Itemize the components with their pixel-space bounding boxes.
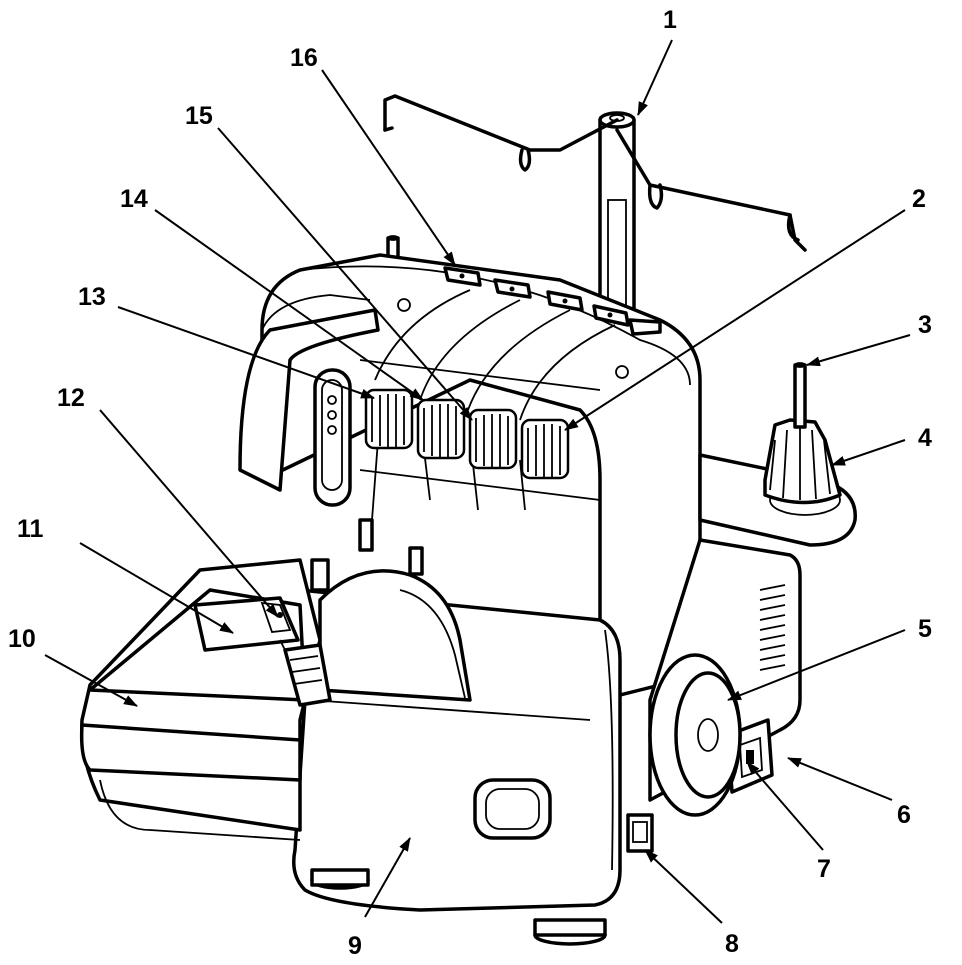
tension-dials (364, 388, 570, 480)
leader-8 (644, 849, 723, 924)
callout-16: 16 (290, 44, 318, 72)
leader-9 (364, 837, 411, 918)
leader-15 (217, 127, 473, 421)
callout-10: 10 (8, 625, 36, 653)
callout-2: 2 (912, 185, 926, 213)
callout-7: 7 (817, 855, 831, 883)
callout-14: 14 (120, 185, 148, 213)
leader-13 (117, 306, 375, 399)
callout-12: 12 (57, 384, 85, 412)
tension-dial-4 (520, 418, 570, 480)
callout-5: 5 (918, 615, 932, 643)
handwheel (648, 653, 742, 817)
callout-9: 9 (348, 932, 362, 960)
callout-4: 4 (918, 424, 932, 452)
tension-dial-3 (468, 408, 518, 470)
leader-1 (637, 39, 673, 116)
callout-6: 6 (897, 801, 911, 829)
side-spool-holder (698, 362, 857, 547)
leader-7 (746, 761, 824, 851)
leader-14 (154, 209, 424, 401)
leader-12 (99, 409, 279, 618)
leader-4 (831, 439, 906, 466)
leader-16 (321, 69, 456, 266)
vent-slots (759, 584, 786, 671)
leader-6 (787, 757, 893, 801)
callout-labels: 1 2 3 4 5 6 7 8 9 10 11 12 13 14 15 16 (8, 6, 932, 960)
callout-1: 1 (663, 6, 677, 34)
callout-11: 11 (17, 515, 44, 543)
callout-3: 3 (918, 311, 932, 339)
leader-10 (44, 654, 138, 707)
tension-dial-2 (416, 398, 466, 460)
thread-guides (443, 266, 662, 336)
leader-11 (79, 542, 234, 634)
free-arm (79, 558, 322, 841)
front-body (292, 569, 654, 912)
leader-lines (44, 39, 911, 924)
leader-3 (806, 334, 911, 367)
callout-8: 8 (725, 930, 739, 958)
presser-foot (283, 518, 424, 707)
tension-dial-1 (364, 388, 414, 450)
thread-lines (371, 289, 616, 521)
leader-5 (727, 629, 906, 701)
rubber-feet (310, 868, 607, 946)
callout-15: 15 (185, 102, 213, 130)
callout-13: 13 (78, 283, 106, 311)
leader-2 (564, 209, 906, 431)
